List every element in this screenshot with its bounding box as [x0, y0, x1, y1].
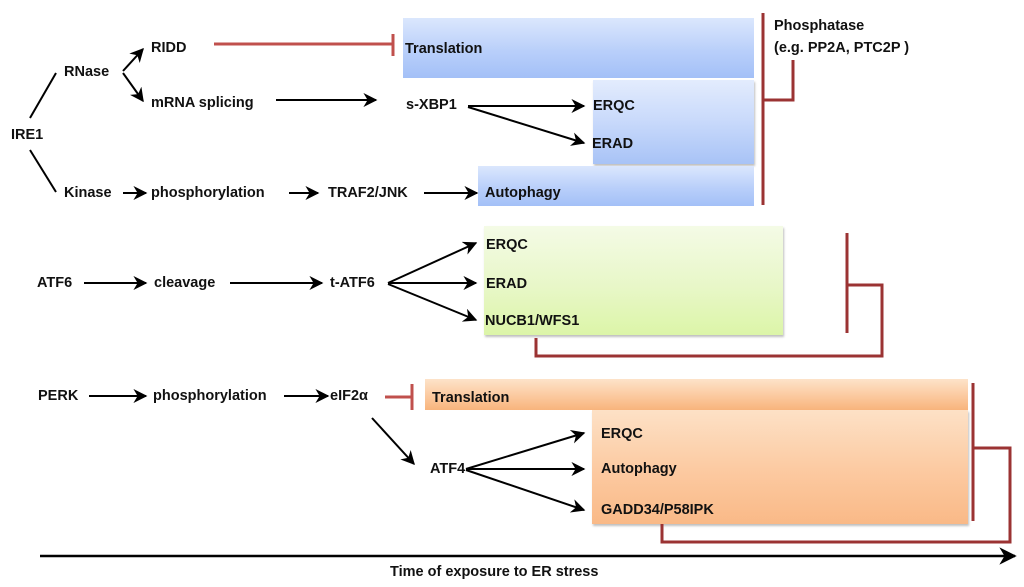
- ridd-label: RIDD: [151, 40, 187, 56]
- tatf6-to-nucb1-arrow: [387, 283, 478, 322]
- phosphatase-label: Phosphatase: [774, 18, 865, 34]
- rnase-to-ridd-arrow: [122, 47, 144, 72]
- ire1-to-kinase-line: [29, 149, 57, 193]
- perk-translation-box: [425, 379, 968, 410]
- gadd34-p58ipk-label: GADD34/P58IPK: [601, 502, 714, 518]
- eif2a-label: eIF2α: [330, 388, 368, 404]
- perk-erqc-label: ERQC: [601, 426, 643, 442]
- perk-translation-label: Translation: [432, 390, 510, 406]
- nucb1-wfs1-label: NUCB1/WFS1: [485, 313, 580, 329]
- ire1-erad-label: ERAD: [592, 136, 634, 152]
- ire1-translation-label: Translation: [405, 41, 483, 57]
- perk-atf4-targets-box: [592, 410, 968, 524]
- rnase-to-splicing-arrow: [122, 72, 144, 103]
- ire1-erqc-label: ERQC: [593, 98, 635, 114]
- atf4-label: ATF4: [430, 461, 466, 477]
- atf4-to-gadd34-arrow: [465, 469, 586, 513]
- sxbp1-to-erad-arrow: [467, 106, 586, 146]
- ire1-phosphorylation-label: phosphorylation: [151, 185, 265, 201]
- perk-feedback-loop: [660, 446, 1012, 544]
- ire1-erqc-erad-box: [593, 80, 754, 164]
- kinase-label: Kinase: [64, 185, 112, 201]
- cleavage-label: cleavage: [154, 275, 216, 291]
- phosphatase-examples-label: (e.g. PP2A, PTC2P ): [774, 40, 910, 56]
- atf4-to-erqc-arrow: [465, 429, 586, 470]
- t-atf6-label: t-ATF6: [330, 275, 375, 291]
- atf6-erqc-label: ERQC: [486, 237, 528, 253]
- sxbp1-label: s-XBP1: [406, 97, 457, 113]
- ire1-phosphatase-link: [763, 60, 795, 102]
- time-axis-label: Time of exposure to ER stress: [390, 564, 599, 580]
- ire1-translation-box: [403, 18, 754, 78]
- mrna-splicing-label: mRNA splicing: [151, 95, 254, 111]
- ire1-label: IRE1: [11, 127, 44, 143]
- atf6-feedback-loop: [534, 283, 884, 358]
- perk-label: PERK: [38, 388, 79, 404]
- tatf6-to-erqc-arrow: [387, 241, 478, 284]
- traf2-jnk-label: TRAF2/JNK: [328, 185, 408, 201]
- ire1-to-rnase-line: [29, 72, 57, 119]
- perk-phosphorylation-label: phosphorylation: [153, 388, 267, 404]
- ire1-autophagy-box: [478, 166, 754, 206]
- ire1-autophagy-label: Autophagy: [485, 185, 561, 201]
- atf6-erad-label: ERAD: [486, 276, 528, 292]
- perk-autophagy-label: Autophagy: [601, 461, 677, 477]
- rnase-label: RNase: [64, 64, 110, 80]
- atf6-label: ATF6: [37, 275, 73, 291]
- eif2a-to-atf4-arrow: [371, 417, 415, 466]
- atf6-targets-box: [484, 226, 783, 335]
